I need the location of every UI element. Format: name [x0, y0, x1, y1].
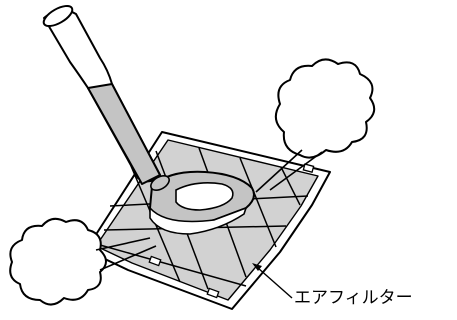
dust-cloud-lower-shape — [10, 219, 106, 305]
callout-leader — [252, 263, 292, 298]
vacuum-wand — [88, 84, 160, 184]
callout-leader-line — [258, 268, 292, 298]
dust-cloud-upper-shape — [276, 59, 374, 157]
air-filter-label: エアフィルター — [294, 288, 413, 308]
